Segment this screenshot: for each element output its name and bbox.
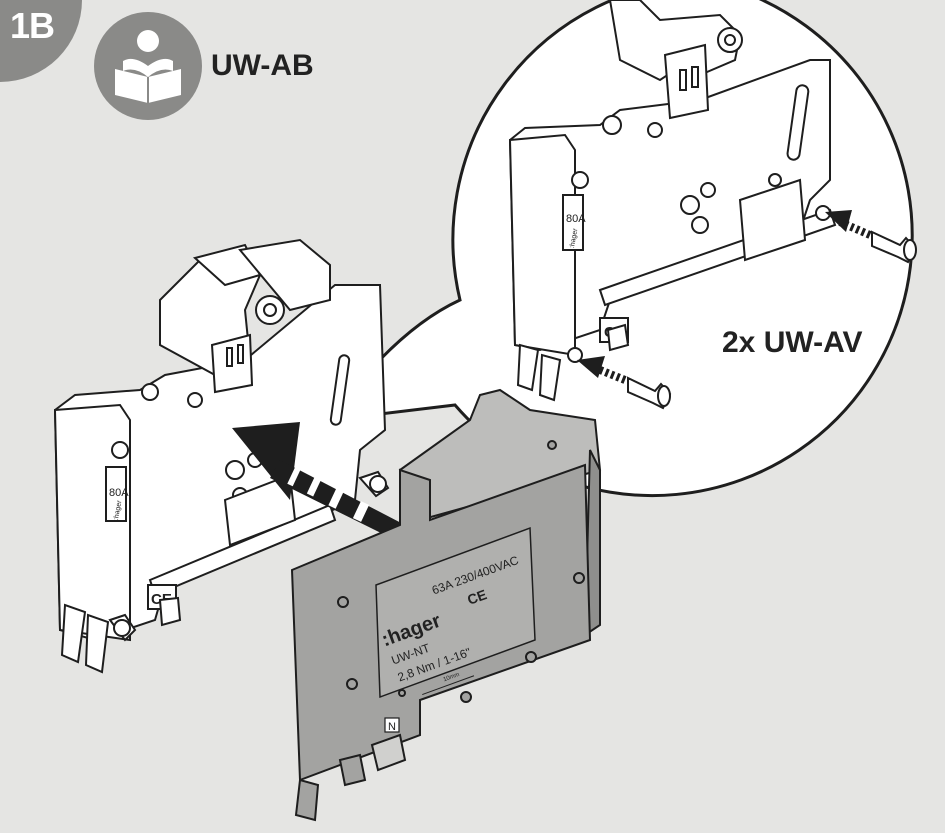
module-ce-mark: CE <box>465 586 489 608</box>
step-number: 1B <box>10 5 55 46</box>
insertion-arrow <box>232 422 405 540</box>
product-code: UW-AB <box>211 49 314 82</box>
breaker-rating: 80A <box>109 487 129 499</box>
neutral-terminal-label: N <box>388 721 396 733</box>
screw-uw-av-right <box>871 230 917 264</box>
step-badge <box>0 0 82 82</box>
zoom-callout: 80A :hager CE <box>326 0 917 498</box>
screw-arrow-right <box>825 210 872 239</box>
zoom-breaker-brand: :hager <box>569 227 579 248</box>
screw-quantity-label: 2x UW-AV <box>722 326 863 359</box>
zoom-breaker: 80A :hager CE <box>508 0 837 402</box>
reader-icon <box>94 12 202 120</box>
main-breaker: 80A :hager CE <box>53 238 390 674</box>
screw-uw-av-left <box>627 376 672 410</box>
breaker-brand: :hager <box>113 499 123 520</box>
neutral-module: N :hager 63A 230/400VAC CE UW-NT 2,8 Nm … <box>290 388 602 822</box>
module-strip-length: 10mm <box>443 672 461 683</box>
screw-arrow-left <box>577 356 627 384</box>
zoom-breaker-rating: 80A <box>566 213 586 225</box>
